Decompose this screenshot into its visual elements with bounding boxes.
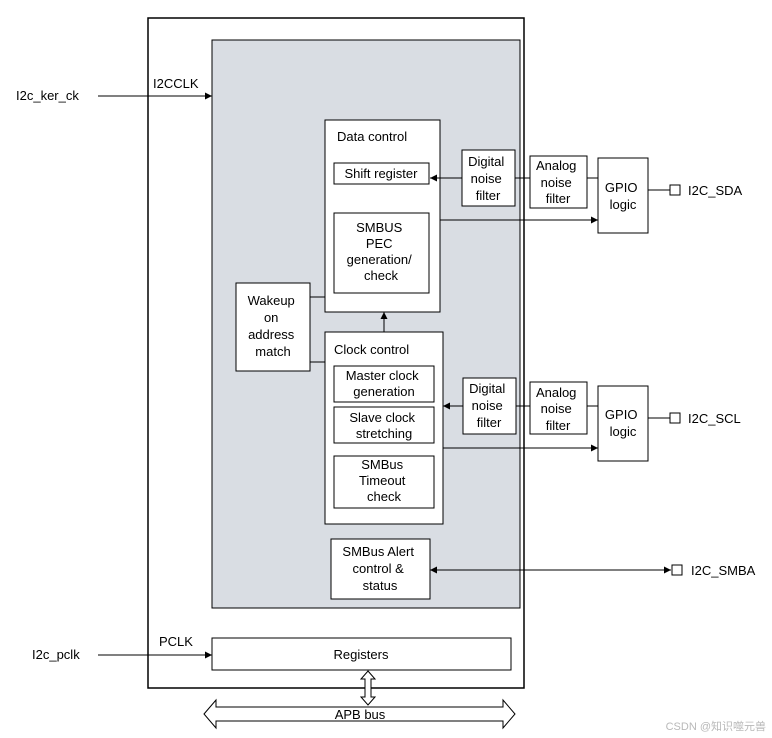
wakeup-block xyxy=(235,282,311,372)
analog-filter-sda-block xyxy=(529,155,588,209)
analog-filter-scl-label: Analog noise filter xyxy=(536,385,580,433)
smbus-pec-label: SMBUS PEC generation/ check xyxy=(347,220,416,283)
watermark: CSDN @知识噬元兽 xyxy=(666,719,766,733)
digital-filter-sda-block xyxy=(461,149,516,207)
digital-filter-scl-block xyxy=(462,377,517,435)
registers-label: Registers xyxy=(334,647,389,662)
scl-pin xyxy=(669,412,681,424)
gpio-sda-block xyxy=(597,157,649,234)
pclk-label: PCLK xyxy=(159,634,193,649)
analog-filter-scl-block xyxy=(529,381,588,435)
registers-bus-link xyxy=(359,670,377,706)
ker-ck-label: I2c_ker_ck xyxy=(16,88,79,103)
i2cclk-label: I2CCLK xyxy=(153,76,199,91)
gpio-sda-label: GPIO logic xyxy=(605,180,641,212)
smbus-alert-label: SMBus Alert control & status xyxy=(342,544,417,593)
smbus-alert-block xyxy=(330,538,431,600)
smbus-pec-block xyxy=(333,212,430,294)
clock-control-title: Clock control xyxy=(334,342,409,357)
apb-bus-label: APB bus xyxy=(335,707,386,722)
wakeup-label: Wakeup on address match xyxy=(248,293,299,359)
smba-pin-label: I2C_SMBA xyxy=(691,563,756,578)
digital-filter-sda-label: Digital noise filter xyxy=(468,154,508,203)
apb-bus xyxy=(203,698,516,730)
shift-register-block xyxy=(333,162,430,185)
smbus-timeout-label: SMBus Timeout check xyxy=(359,457,409,504)
gpio-scl-label: GPIO logic xyxy=(605,407,641,439)
gpio-scl-block xyxy=(597,385,649,462)
analog-filter-sda-label: Analog noise filter xyxy=(536,158,580,206)
registers-block xyxy=(211,637,512,671)
master-clock-block xyxy=(333,365,435,403)
smbus-timeout-block xyxy=(333,455,435,509)
slave-clock-label: Slave clock stretching xyxy=(349,410,418,441)
data-control-title: Data control xyxy=(337,129,407,144)
shift-register-label: Shift register xyxy=(345,166,419,181)
digital-filter-scl-label: Digital noise filter xyxy=(469,381,509,430)
pclk-input-label: I2c_pclk xyxy=(32,647,80,662)
sda-pin xyxy=(669,184,681,196)
master-clock-label: Master clock generation xyxy=(346,368,423,399)
scl-pin-label: I2C_SCL xyxy=(688,411,741,426)
slave-clock-block xyxy=(333,406,435,444)
sda-pin-label: I2C_SDA xyxy=(688,183,743,198)
smba-pin xyxy=(671,564,683,576)
